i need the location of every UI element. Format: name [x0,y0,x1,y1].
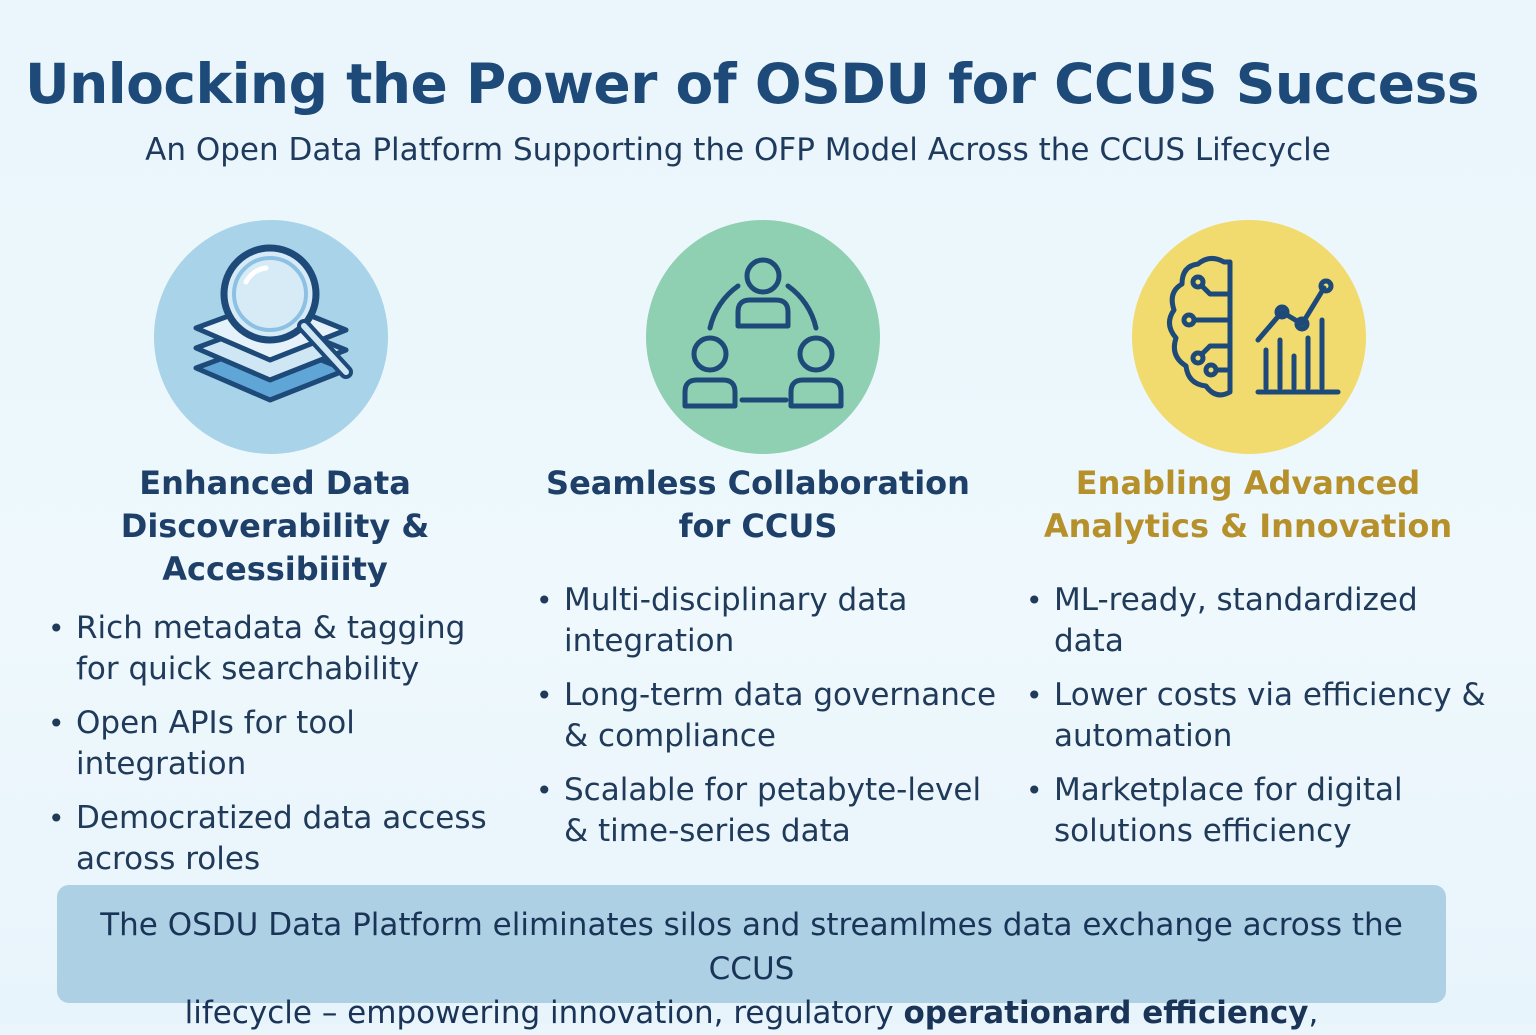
bullet-item: Multi-disciplinary data integration [528,580,998,662]
bullet-list: Multi-disciplinary data integration Long… [528,580,998,865]
page-title: Unlocking the Power of OSDU for CCUS Suc… [24,52,1480,116]
bullet-list: Rich metadata & tagging for quick search… [40,608,510,893]
summary-text: The OSDU Data Platform eliminates silos … [57,903,1446,1035]
column-heading: Seamless Collaboration for CCUS [528,462,988,548]
people-network-icon [646,220,880,454]
magnifier-over-layers-icon [154,220,388,454]
bullet-item: ML-ready, standardized data [1018,580,1488,662]
brain-analytics-chart-icon [1132,220,1366,454]
heading-line: Discoverability & [120,507,430,545]
summary-emphasis: operationard efficiency [903,995,1309,1031]
heading-line: Accessibiiity [162,550,388,588]
summary-line-1: The OSDU Data Platform eliminates silos … [100,907,1403,987]
heading-line: Analytics & Innovation [1043,507,1453,545]
bullet-list: ML-ready, standardized data Lower costs … [1018,580,1488,865]
page-subtitle: An Open Data Platform Supporting the OFP… [145,132,1331,168]
heading-line: for CCUS [678,507,838,545]
heading-line: Seamless Collaboration [546,464,970,502]
bullet-item: Scalable for petabyte-level & time-serie… [528,770,998,852]
summary-line-end: , [1308,995,1319,1031]
bullet-item: Democratized data access across roles [40,798,510,880]
bullet-item: Open APIs for tool integration [40,703,510,785]
heading-line: Enabling Advanced [1075,464,1421,502]
bullet-item: Marketplace for digital solutions effici… [1018,770,1488,852]
column-heading: Enhanced Data Discoverability & Accessib… [40,462,510,591]
column-heading: Enabling Advanced Analytics & Innovation [1018,462,1478,548]
bullet-item: Rich metadata & tagging for quick search… [40,608,510,690]
summary-banner: The OSDU Data Platform eliminates silos … [57,885,1446,1031]
summary-line-2: lifecycle – empowering innovation, regul… [184,995,904,1031]
bullet-item: Lower costs via efficiency & automation [1018,675,1488,757]
bullet-item: Long-term data governance & compliance [528,675,998,757]
heading-line: Enhanced Data [139,464,411,502]
